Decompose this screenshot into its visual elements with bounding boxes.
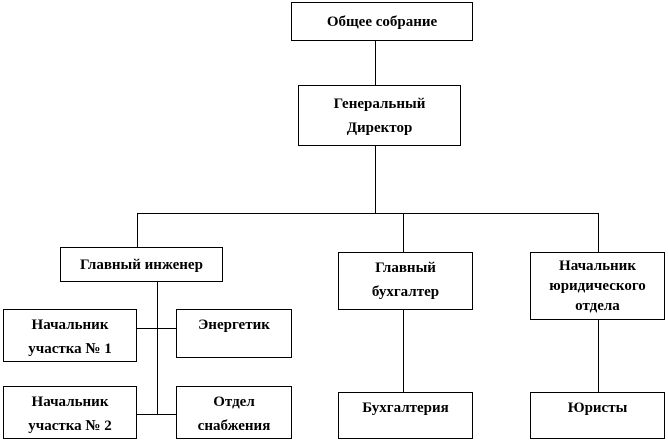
- node-label: снабжения: [197, 418, 271, 434]
- node-chief-accountant: Главный бухгалтер: [338, 252, 473, 310]
- node-label: Отдел: [213, 394, 255, 410]
- node-label: участка № 2: [28, 418, 112, 434]
- connector: [403, 213, 404, 252]
- connector: [136, 414, 176, 415]
- node-general-assembly: Общее собрание: [291, 2, 473, 41]
- connector: [157, 281, 158, 415]
- node-label: участка № 1: [28, 341, 112, 357]
- node-general-director: Генеральный Директор: [298, 85, 461, 146]
- node-legal-head: Начальник юридического отдела: [530, 252, 665, 320]
- node-label: Общее собрание: [326, 13, 438, 30]
- connector: [403, 309, 404, 392]
- node-label: Начальник: [31, 317, 109, 333]
- connector: [136, 328, 176, 329]
- node-lawyers: Юристы: [530, 392, 665, 439]
- node-label: Главный: [375, 260, 436, 276]
- node-energy-engineer: Энергетик: [176, 309, 292, 358]
- connector: [598, 319, 599, 392]
- connector: [137, 213, 138, 248]
- node-label: юридического: [549, 278, 646, 294]
- node-site-2-head: Начальник участка № 2: [3, 386, 137, 439]
- node-label: бухгалтер: [371, 284, 440, 300]
- node-label: Юристы: [567, 400, 628, 416]
- node-label: Начальник: [31, 394, 109, 410]
- node-label: Бухгалтерия: [362, 400, 449, 416]
- node-label: Энергетик: [198, 317, 270, 333]
- connector: [375, 40, 376, 85]
- node-site-1-head: Начальник участка № 1: [3, 309, 137, 362]
- node-label: Генеральный: [333, 95, 426, 112]
- connector: [375, 145, 376, 213]
- connector: [598, 213, 599, 252]
- connector: [137, 213, 599, 214]
- node-label: Директор: [346, 119, 413, 136]
- node-label: отдела: [575, 298, 620, 314]
- node-accounting: Бухгалтерия: [338, 392, 473, 439]
- node-chief-engineer: Главный инженер: [60, 247, 223, 282]
- node-label: Главный инженер: [80, 256, 203, 273]
- node-label: Начальник: [559, 258, 636, 274]
- node-supply-department: Отдел снабжения: [176, 386, 292, 439]
